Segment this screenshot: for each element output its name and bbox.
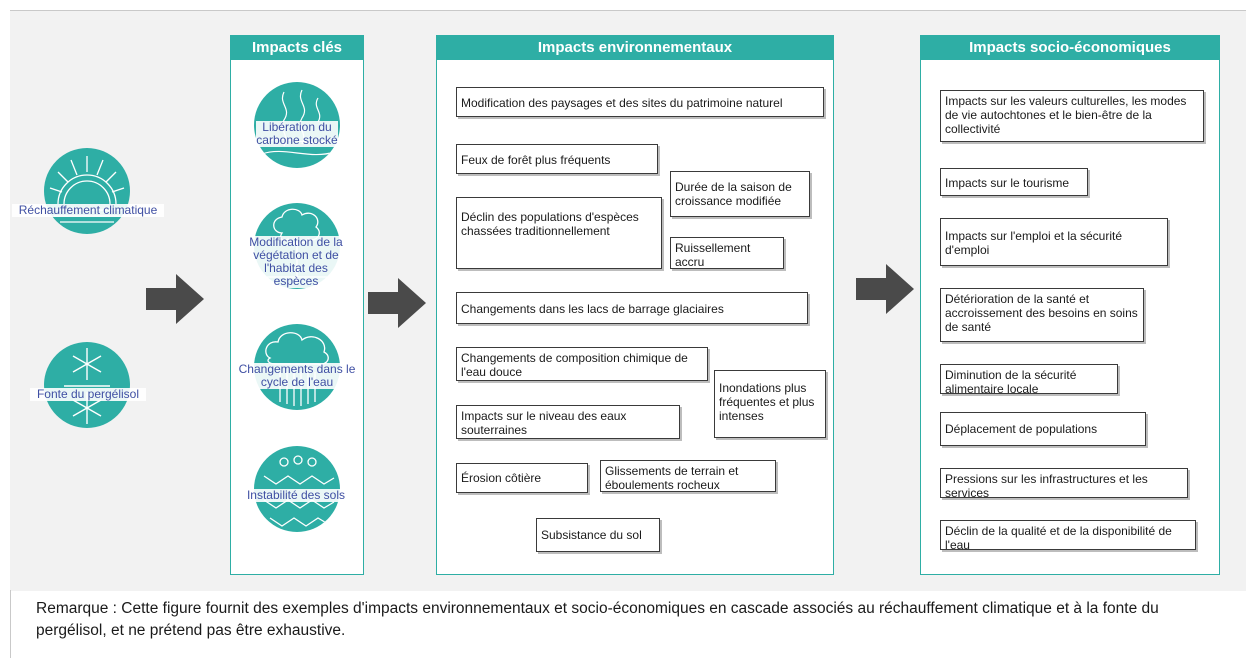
key-impact-label-carbon: Libération du carbone stocké xyxy=(256,120,338,147)
key-impacts-title: Impacts clés xyxy=(231,36,363,60)
frame-left-border xyxy=(10,590,11,658)
env-impacts-title: Impacts environnementaux xyxy=(437,36,833,60)
env-impact-forest-fires: Feux de forêt plus fréquents xyxy=(456,144,658,174)
env-impact-coastal-erosion: Érosion côtière xyxy=(456,463,588,493)
socio-impact-health: Détérioration de la santé et accroisseme… xyxy=(940,288,1144,342)
driver-label-warming: Réchauffement climatique xyxy=(12,204,164,217)
env-impact-groundwater: Impacts sur le niveau des eaux souterrai… xyxy=(456,405,680,439)
permafrost-circle xyxy=(44,342,130,428)
socio-impact-tourism: Impacts sur le tourisme xyxy=(940,168,1088,196)
socio-impacts-title: Impacts socio-économiques xyxy=(921,36,1219,60)
env-impact-glacial-lakes: Changements dans les lacs de barrage gla… xyxy=(456,292,808,324)
socio-impact-food-security: Diminution de la sécurité alimentaire lo… xyxy=(940,364,1118,396)
key-impact-label-water-cycle: Changements dans le cycle de l'eau xyxy=(236,363,358,389)
env-impact-landslides: Glissements de terrain et éboulements ro… xyxy=(600,460,776,492)
env-impact-growing-season: Durée de la saison de croissance modifié… xyxy=(670,171,810,217)
arrow-right-icon xyxy=(368,278,426,328)
arrow-right-icon xyxy=(856,264,914,314)
key-impact-label-soil: Instabilité des sols xyxy=(240,489,352,502)
arrow-right-icon xyxy=(146,274,204,324)
env-impact-water-chemistry: Changements de composition chimique de l… xyxy=(456,347,708,381)
snowflake-icon xyxy=(64,348,110,424)
soil-icon xyxy=(263,455,335,527)
env-impact-runoff: Ruissellement accru xyxy=(670,237,784,269)
socio-impact-cultural-values: Impacts sur les valeurs culturelles, les… xyxy=(940,90,1204,142)
figure-note: Remarque : Cette figure fournit des exem… xyxy=(36,600,1159,639)
driver-label-permafrost: Fonte du pergélisol xyxy=(30,388,146,401)
warming-circle xyxy=(44,148,130,234)
socio-impact-water-quality: Déclin de la qualité et de la disponibil… xyxy=(940,520,1196,552)
env-impact-hunted-species: Déclin des populations d'espèces chassée… xyxy=(456,197,662,269)
socio-impact-displacement: Déplacement de populations xyxy=(940,412,1146,446)
env-impact-landscape: Modification des paysages et des sites d… xyxy=(456,87,824,117)
socio-impact-infrastructure: Pressions sur les infrastructures et les… xyxy=(940,468,1188,500)
key-impact-label-vegetation: Modification de la végétation et de l'ha… xyxy=(248,235,344,288)
sun-icon xyxy=(49,156,125,223)
socio-impact-employment: Impacts sur l'emploi et la sécurité d'em… xyxy=(940,218,1168,266)
env-impact-floods: Inondations plus fréquentes et plus inte… xyxy=(714,370,826,438)
env-impact-subsidence: Subsistance du sol xyxy=(536,518,660,552)
